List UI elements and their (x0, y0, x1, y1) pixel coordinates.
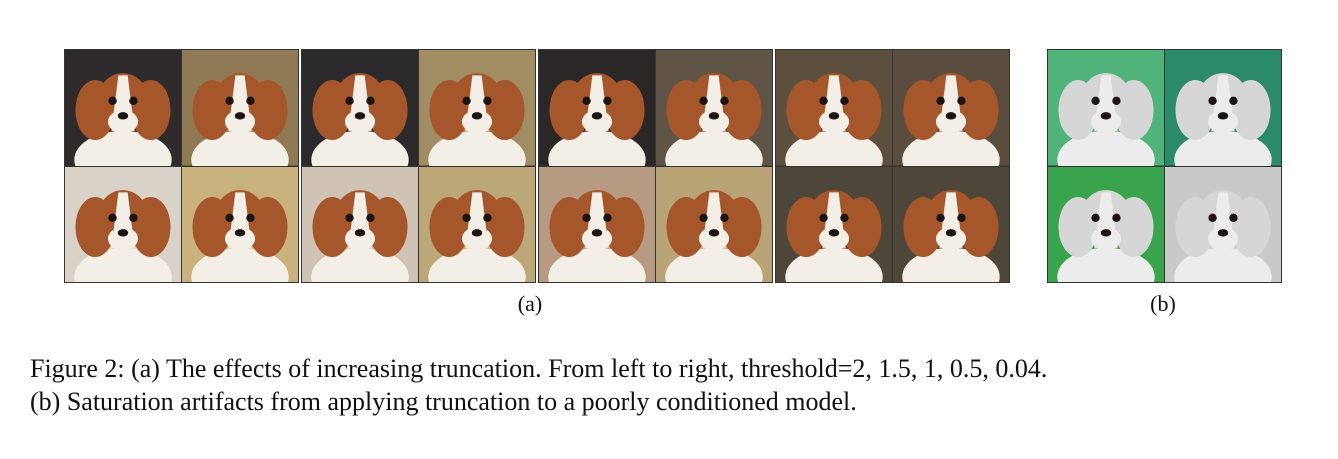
dog-photo (1165, 166, 1281, 282)
panel-a-group-2-tile-1 (302, 50, 418, 166)
panel-a-group-1-tile-3 (65, 166, 181, 282)
dog-photo (182, 50, 298, 166)
panel-b-grid (1047, 49, 1282, 283)
dog-photo (419, 50, 535, 166)
dog-photo (539, 50, 655, 166)
figure-caption: Figure 2: (a) The effects of increasing … (30, 352, 1320, 418)
panel-a-group-3-tile-2 (656, 50, 772, 166)
panel-a-group-3 (538, 49, 773, 283)
dog-photo (65, 166, 181, 282)
panel-a-group-3-tile-4 (656, 166, 772, 282)
dog-photo (182, 166, 298, 282)
panel-a-group-1-tile-4 (182, 166, 298, 282)
panel-a-group-2 (301, 49, 536, 283)
panel-a-group-4 (775, 49, 1010, 283)
dog-photo (656, 166, 772, 282)
panel-b-label: (b) (1150, 291, 1176, 316)
dog-photo (1048, 166, 1164, 282)
dog-photo (893, 166, 1009, 282)
panel-a-group-4-tile-1 (776, 50, 892, 166)
dog-photo (1165, 50, 1281, 166)
panel-a-group-3-tile-3 (539, 166, 655, 282)
panel-a-group-3-tile-1 (539, 50, 655, 166)
panel-b-grid-tile-2 (1165, 50, 1281, 166)
dog-photo (656, 50, 772, 166)
panel-a-group-1 (64, 49, 299, 283)
panel-a-label: (a) (517, 291, 543, 316)
panel-a-group-2-tile-2 (419, 50, 535, 166)
dog-photo (776, 166, 892, 282)
dog-photo (302, 50, 418, 166)
panel-b-grid-tile-1 (1048, 50, 1164, 166)
panel-a-group-1-tile-1 (65, 50, 181, 166)
dog-photo (1048, 50, 1164, 166)
panel-a-group-2-tile-3 (302, 166, 418, 282)
dog-photo (893, 50, 1009, 166)
dog-photo (776, 50, 892, 166)
caption-line-1: Figure 2: (a) The effects of increasing … (30, 354, 1048, 383)
panel-b-grid-tile-3 (1048, 166, 1164, 282)
caption-line-2: (b) Saturation artifacts from applying t… (30, 387, 857, 416)
panel-a-group-4-tile-4 (893, 166, 1009, 282)
dog-photo (65, 50, 181, 166)
panel-a-group-1-tile-2 (182, 50, 298, 166)
panel-b-grid-tile-4 (1165, 166, 1281, 282)
panel-a-group-4-tile-2 (893, 50, 1009, 166)
dog-photo (539, 166, 655, 282)
dog-photo (302, 166, 418, 282)
panel-a-group-2-tile-4 (419, 166, 535, 282)
panel-a-group-4-tile-3 (776, 166, 892, 282)
dog-photo (419, 166, 535, 282)
